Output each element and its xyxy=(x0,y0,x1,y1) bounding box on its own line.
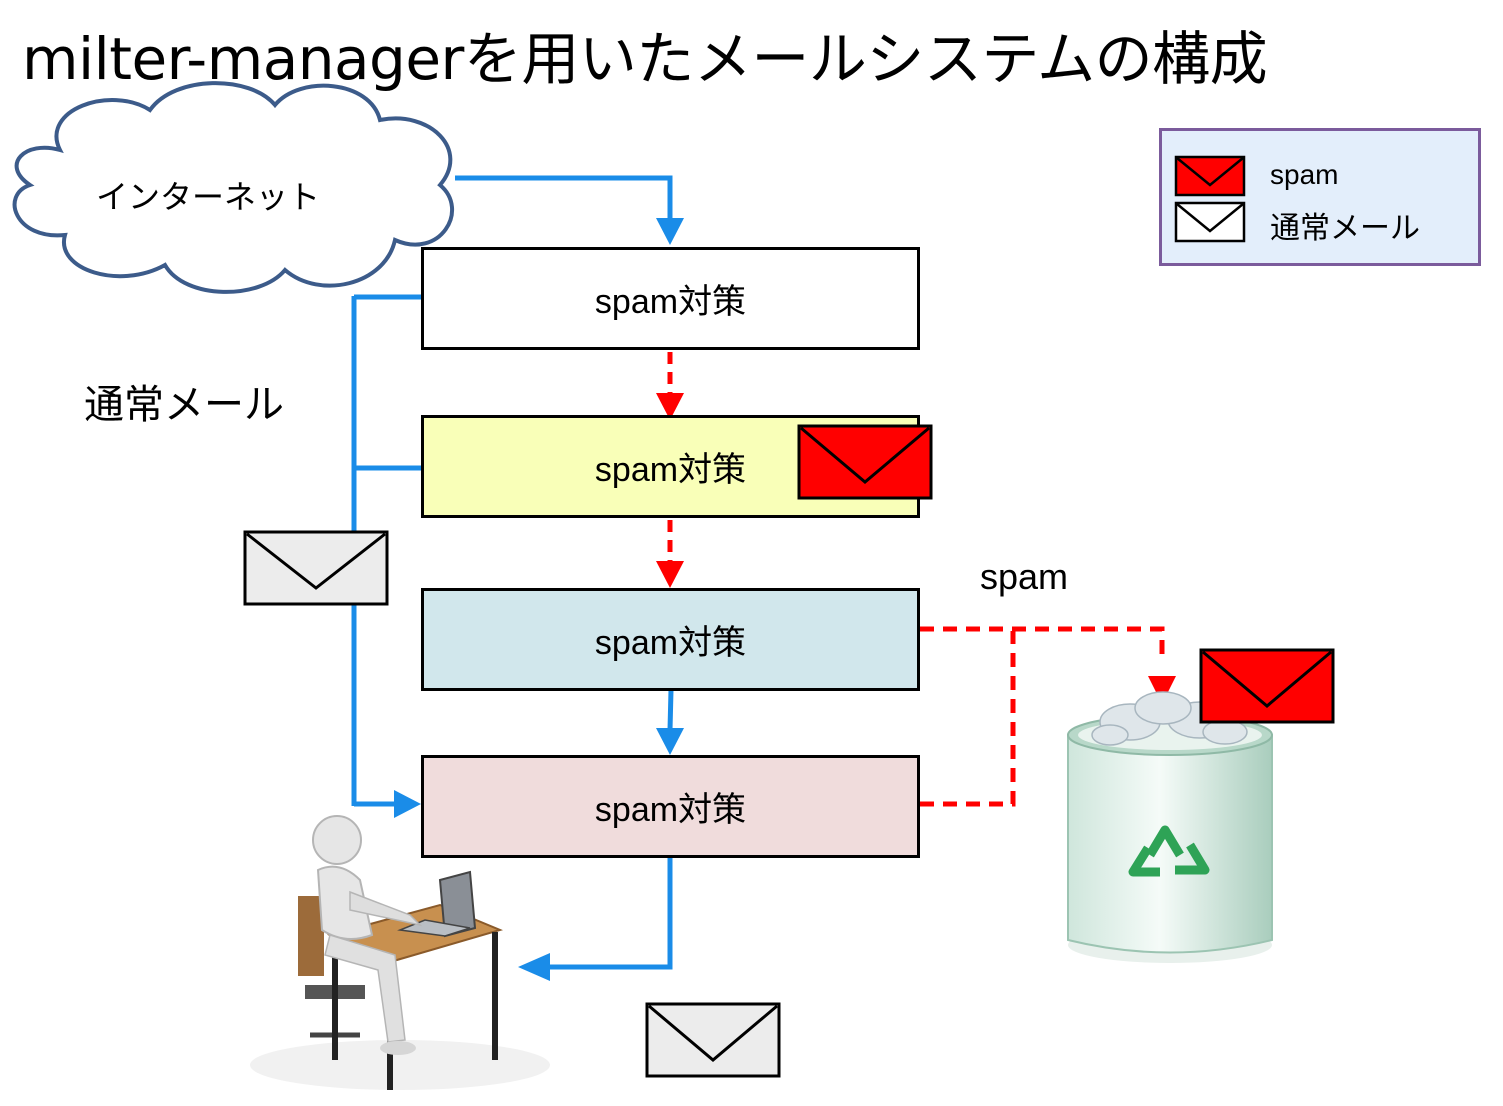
white-envelope-icon xyxy=(1174,201,1246,243)
legend-spam-label: spam xyxy=(1270,159,1339,190)
spam-filter-label: spam対策 xyxy=(594,791,747,829)
recycle-symbol-icon xyxy=(1128,825,1210,877)
normal-flow-arrow xyxy=(656,689,684,755)
spam-filter-box-3[interactable]: spam対策 xyxy=(421,588,920,691)
user-at-desk-icon xyxy=(250,815,550,1090)
spam-flow-arrow-2 xyxy=(656,520,684,588)
spam-filter-box-1[interactable]: spam対策 xyxy=(421,247,920,350)
spam-flow-arrow-1 xyxy=(656,352,684,420)
recycle-bin-icon xyxy=(1067,691,1273,963)
internet-label: インターネット xyxy=(96,178,321,216)
legend-normal-mail-label: 通常メール xyxy=(1270,211,1420,246)
normal-mail-label: 通常メール xyxy=(84,382,284,428)
spam-filter-label: spam対策 xyxy=(594,451,747,489)
spam-label: spam xyxy=(980,556,1069,597)
internet-cloud-icon xyxy=(12,81,454,294)
spam-filter-label: spam対策 xyxy=(594,283,747,321)
spam-envelope-icon xyxy=(797,424,933,500)
red-envelope-icon xyxy=(1174,155,1246,197)
internet-to-filter-arrow xyxy=(455,175,684,245)
legend: spam 通常メール xyxy=(1159,128,1481,266)
spam-to-trash-path xyxy=(920,626,1176,807)
page-title: milter-managerを用いたメールシステムの構成 xyxy=(22,25,1268,93)
spam-envelope-icon xyxy=(1199,648,1335,724)
spam-filter-label: spam対策 xyxy=(594,624,747,662)
delivery-arrow xyxy=(518,857,673,981)
delivered-mail-envelope-icon xyxy=(645,1002,781,1078)
spam-filter-box-4[interactable]: spam対策 xyxy=(421,755,920,858)
normal-mail-envelope-icon xyxy=(243,530,389,606)
